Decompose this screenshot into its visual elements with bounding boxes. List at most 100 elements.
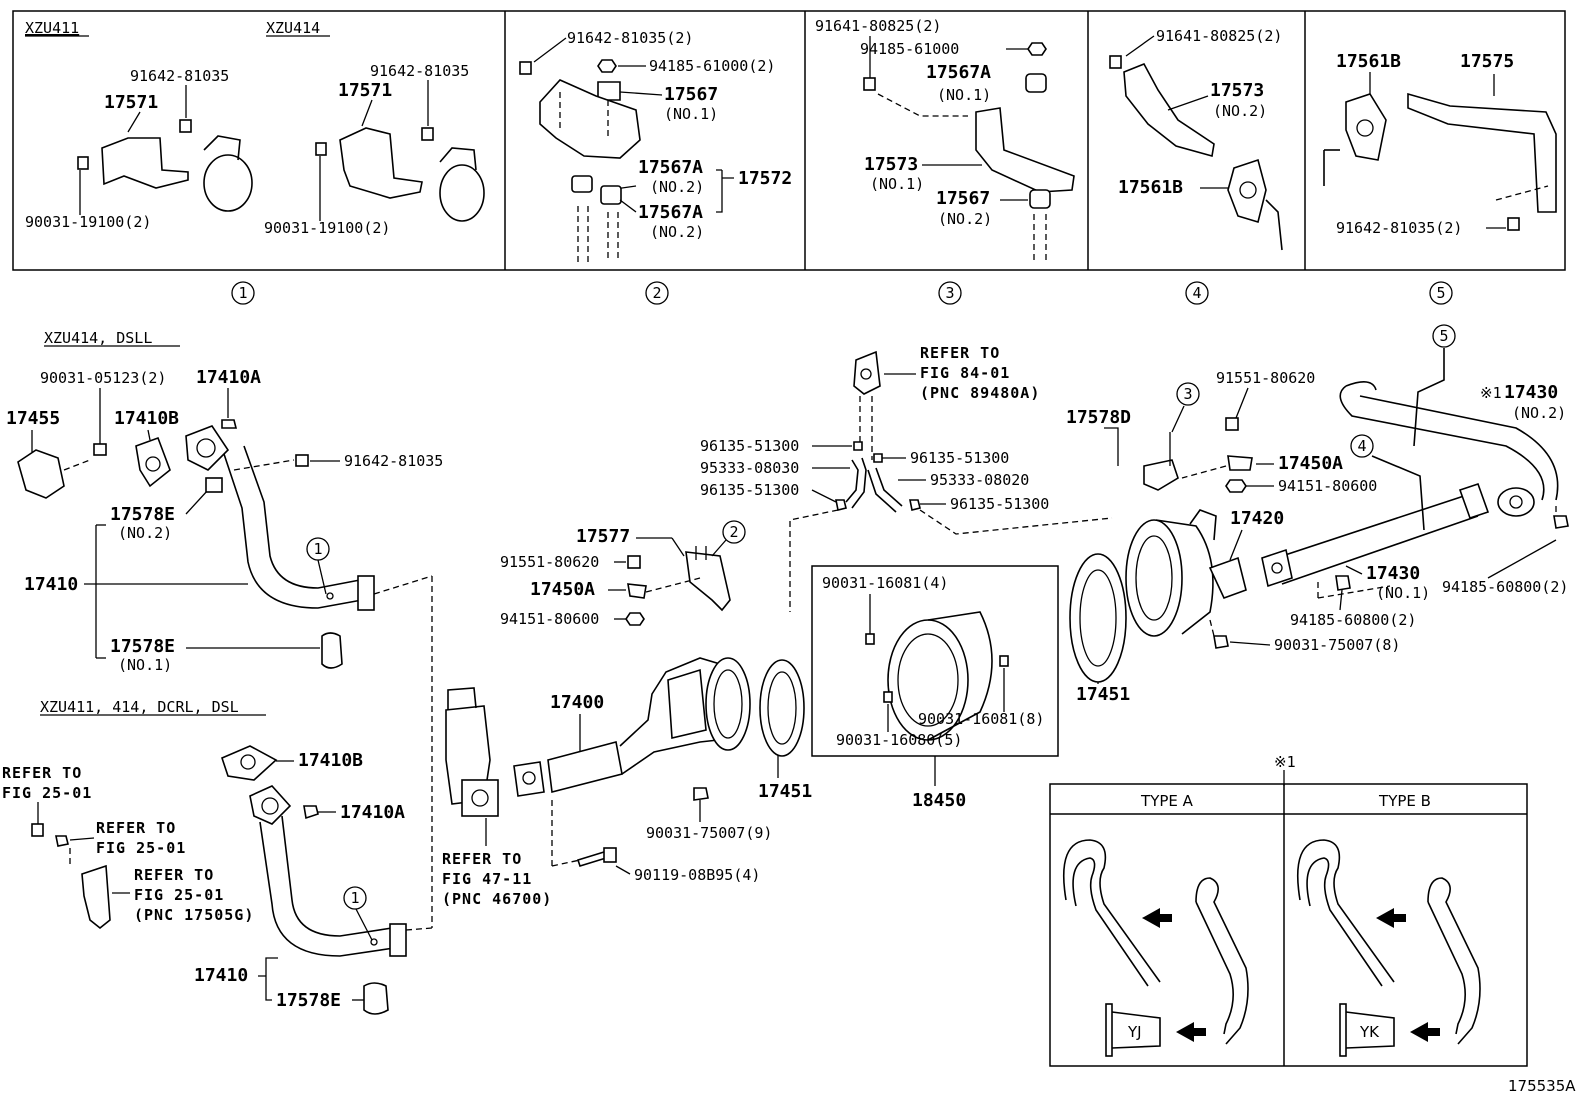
p4-insulator-label: 17561B — [1118, 177, 1183, 198]
p1-b-bolt — [421, 127, 434, 141]
right-bracket — [1143, 459, 1179, 491]
p5-bolt — [1507, 217, 1520, 231]
center-gasket — [759, 659, 805, 757]
lb-clamp-label: 17578E — [276, 990, 341, 1011]
center-converter-label: 17400 — [550, 692, 604, 713]
p1-b-bolt2-label: 90031-19100(2) — [264, 219, 390, 237]
p2-mount2a — [571, 175, 593, 193]
p2-mount2b-sub: (NO.2) — [650, 223, 704, 241]
kit-b-label: 90031-16081(8) — [918, 710, 1044, 728]
right-nut3-label: 94185-60800(2) — [1290, 611, 1416, 629]
converter-flange — [705, 657, 751, 751]
panel-4-number: 4 — [1192, 284, 1201, 302]
lt-clamp2-label: 17578E — [110, 504, 175, 525]
panel-5-number: 5 — [1436, 284, 1445, 302]
p2-mount2b-label: 17567A — [638, 202, 703, 223]
lt-clamp2 — [205, 477, 223, 493]
p1-a-bracket — [101, 137, 189, 189]
lt-pipe-label: 17410 — [24, 574, 78, 595]
center-hose-a-part — [845, 459, 859, 503]
panel-numbers: 1 2 3 4 5 — [231, 281, 1453, 305]
p2-mount1-label: 17567 — [664, 84, 718, 105]
right-pipe-sub: (NO.1) — [1376, 584, 1430, 602]
left-top-section: XZU414, DSLL 90031-05123(2) 17410A 17455… — [6, 329, 443, 928]
panel-2: 91642-81035(2) 94185-61000(2) 17567 (NO.… — [519, 29, 792, 262]
panel-3-number: 3 — [945, 284, 954, 302]
p4-bolt-label: 91641-80825(2) — [1156, 27, 1282, 45]
lt-gasket-b — [135, 436, 171, 488]
right-hanger — [1227, 455, 1253, 471]
type-b-arrow-1 — [1376, 908, 1406, 928]
p1-b-bolt-label: 91642-81035 — [370, 62, 469, 80]
center-bracket — [685, 551, 731, 612]
right-tail-label: 17430 — [1504, 382, 1558, 403]
lb-pipe-label: 17410 — [194, 965, 248, 986]
lt-flange — [185, 425, 230, 471]
p2-mount2a-sub: (NO.2) — [650, 178, 704, 196]
lt-gasket-b-label: 17410B — [114, 408, 179, 429]
right-tail — [1339, 385, 1545, 501]
kit-number: 18450 — [912, 790, 966, 811]
p2-mount1 — [597, 81, 621, 101]
right-hanger-label: 17450A — [1278, 453, 1343, 474]
panel-5: 17561B 17575 91642-81035(2) — [1323, 51, 1557, 237]
center-bolt3 — [576, 851, 608, 867]
lt-circle1: 1 — [313, 540, 322, 558]
p5-bracket — [1407, 92, 1557, 213]
lb-ref3-c: (PNC 17505G) — [134, 906, 254, 924]
center-hanger — [627, 583, 647, 599]
p2-bolt — [519, 61, 532, 75]
type-a-code: YJ — [1127, 1023, 1142, 1041]
center-clip-d: 96135-51300 — [950, 495, 1049, 513]
p2-bracket — [539, 79, 641, 159]
lb-gasket-a-label: 17410A — [340, 802, 405, 823]
sensor-bracket — [853, 350, 881, 395]
lt-clamp2-sub: (NO.2) — [118, 524, 172, 542]
lt-clamp1-sub: (NO.1) — [118, 656, 172, 674]
lb-clamp — [363, 982, 389, 1015]
p5-insulator-label: 17561B — [1336, 51, 1401, 72]
center-clip-c: 96135-51300 — [910, 449, 1009, 467]
p2-assembly-label: 17572 — [738, 168, 792, 189]
p3-mount2 — [1029, 189, 1051, 209]
center-ref-b: FIG 84-01 — [920, 364, 1010, 382]
diagram-id: 175535A — [1508, 1077, 1576, 1095]
center-hose-b: 95333-08020 — [930, 471, 1029, 489]
center-hanger-label: 17450A — [530, 579, 595, 600]
center-nut-label: 94151-80600 — [500, 610, 599, 628]
center-bolt-label: 91551-80620 — [500, 553, 599, 571]
kit-box: 90031-16081(4) 90031-16081(8) 90031-1608… — [811, 565, 1059, 811]
right-bolt-label: 91551-80620 — [1216, 369, 1315, 387]
lb-model-label: XZU411, 414, DCRL, DSL — [40, 698, 239, 716]
p1-model-b: XZU414 — [266, 19, 320, 37]
center-clip-b: 96135-51300 — [700, 481, 799, 499]
lt-protector — [17, 449, 65, 499]
p3-mount2-label: 17567 — [936, 188, 990, 209]
lb-gasket-b — [221, 745, 278, 781]
lb-ref1-a: REFER TO — [2, 764, 82, 782]
p3-bracket-label: 17573 — [864, 154, 918, 175]
top-panels — [12, 10, 1566, 271]
p3-mount1-sub: (NO.1) — [937, 86, 991, 104]
center-bolt3-label: 90119-08B95(4) — [634, 866, 760, 884]
p3-nut-label: 94185-61000 — [860, 40, 959, 58]
lb-heat-protector — [81, 864, 111, 930]
p1-b-clamp — [439, 164, 485, 222]
p1-model-a: XZU411 — [25, 19, 79, 37]
lb-pipe — [259, 821, 395, 957]
p3-mount2-sub: (NO.2) — [938, 210, 992, 228]
p2-bolt-label: 91642-81035(2) — [567, 29, 693, 47]
lt-clamp1-label: 17578E — [110, 636, 175, 657]
type-b-label: TYPE B — [1378, 792, 1431, 810]
p4-insulator — [1227, 158, 1267, 224]
right-gasket-label: 17451 — [1076, 684, 1130, 705]
p2-mount2a-label: 17567A — [638, 157, 703, 178]
right-muffler-label: 17420 — [1230, 508, 1284, 529]
lt-model-label: XZU414, DSLL — [44, 329, 152, 347]
right-nut2-label: 94185-60800(2) — [1442, 578, 1568, 596]
types-mark: ※1 — [1274, 753, 1296, 771]
left-bottom-section: XZU411, 414, DCRL, DSL 17410B 17410A REF… — [2, 698, 433, 1015]
lt-clamp1 — [321, 632, 343, 669]
right-section: 17578D 3 91551-80620 17450A 94151-80600 … — [1066, 324, 1569, 705]
muffler-body — [1155, 519, 1214, 635]
